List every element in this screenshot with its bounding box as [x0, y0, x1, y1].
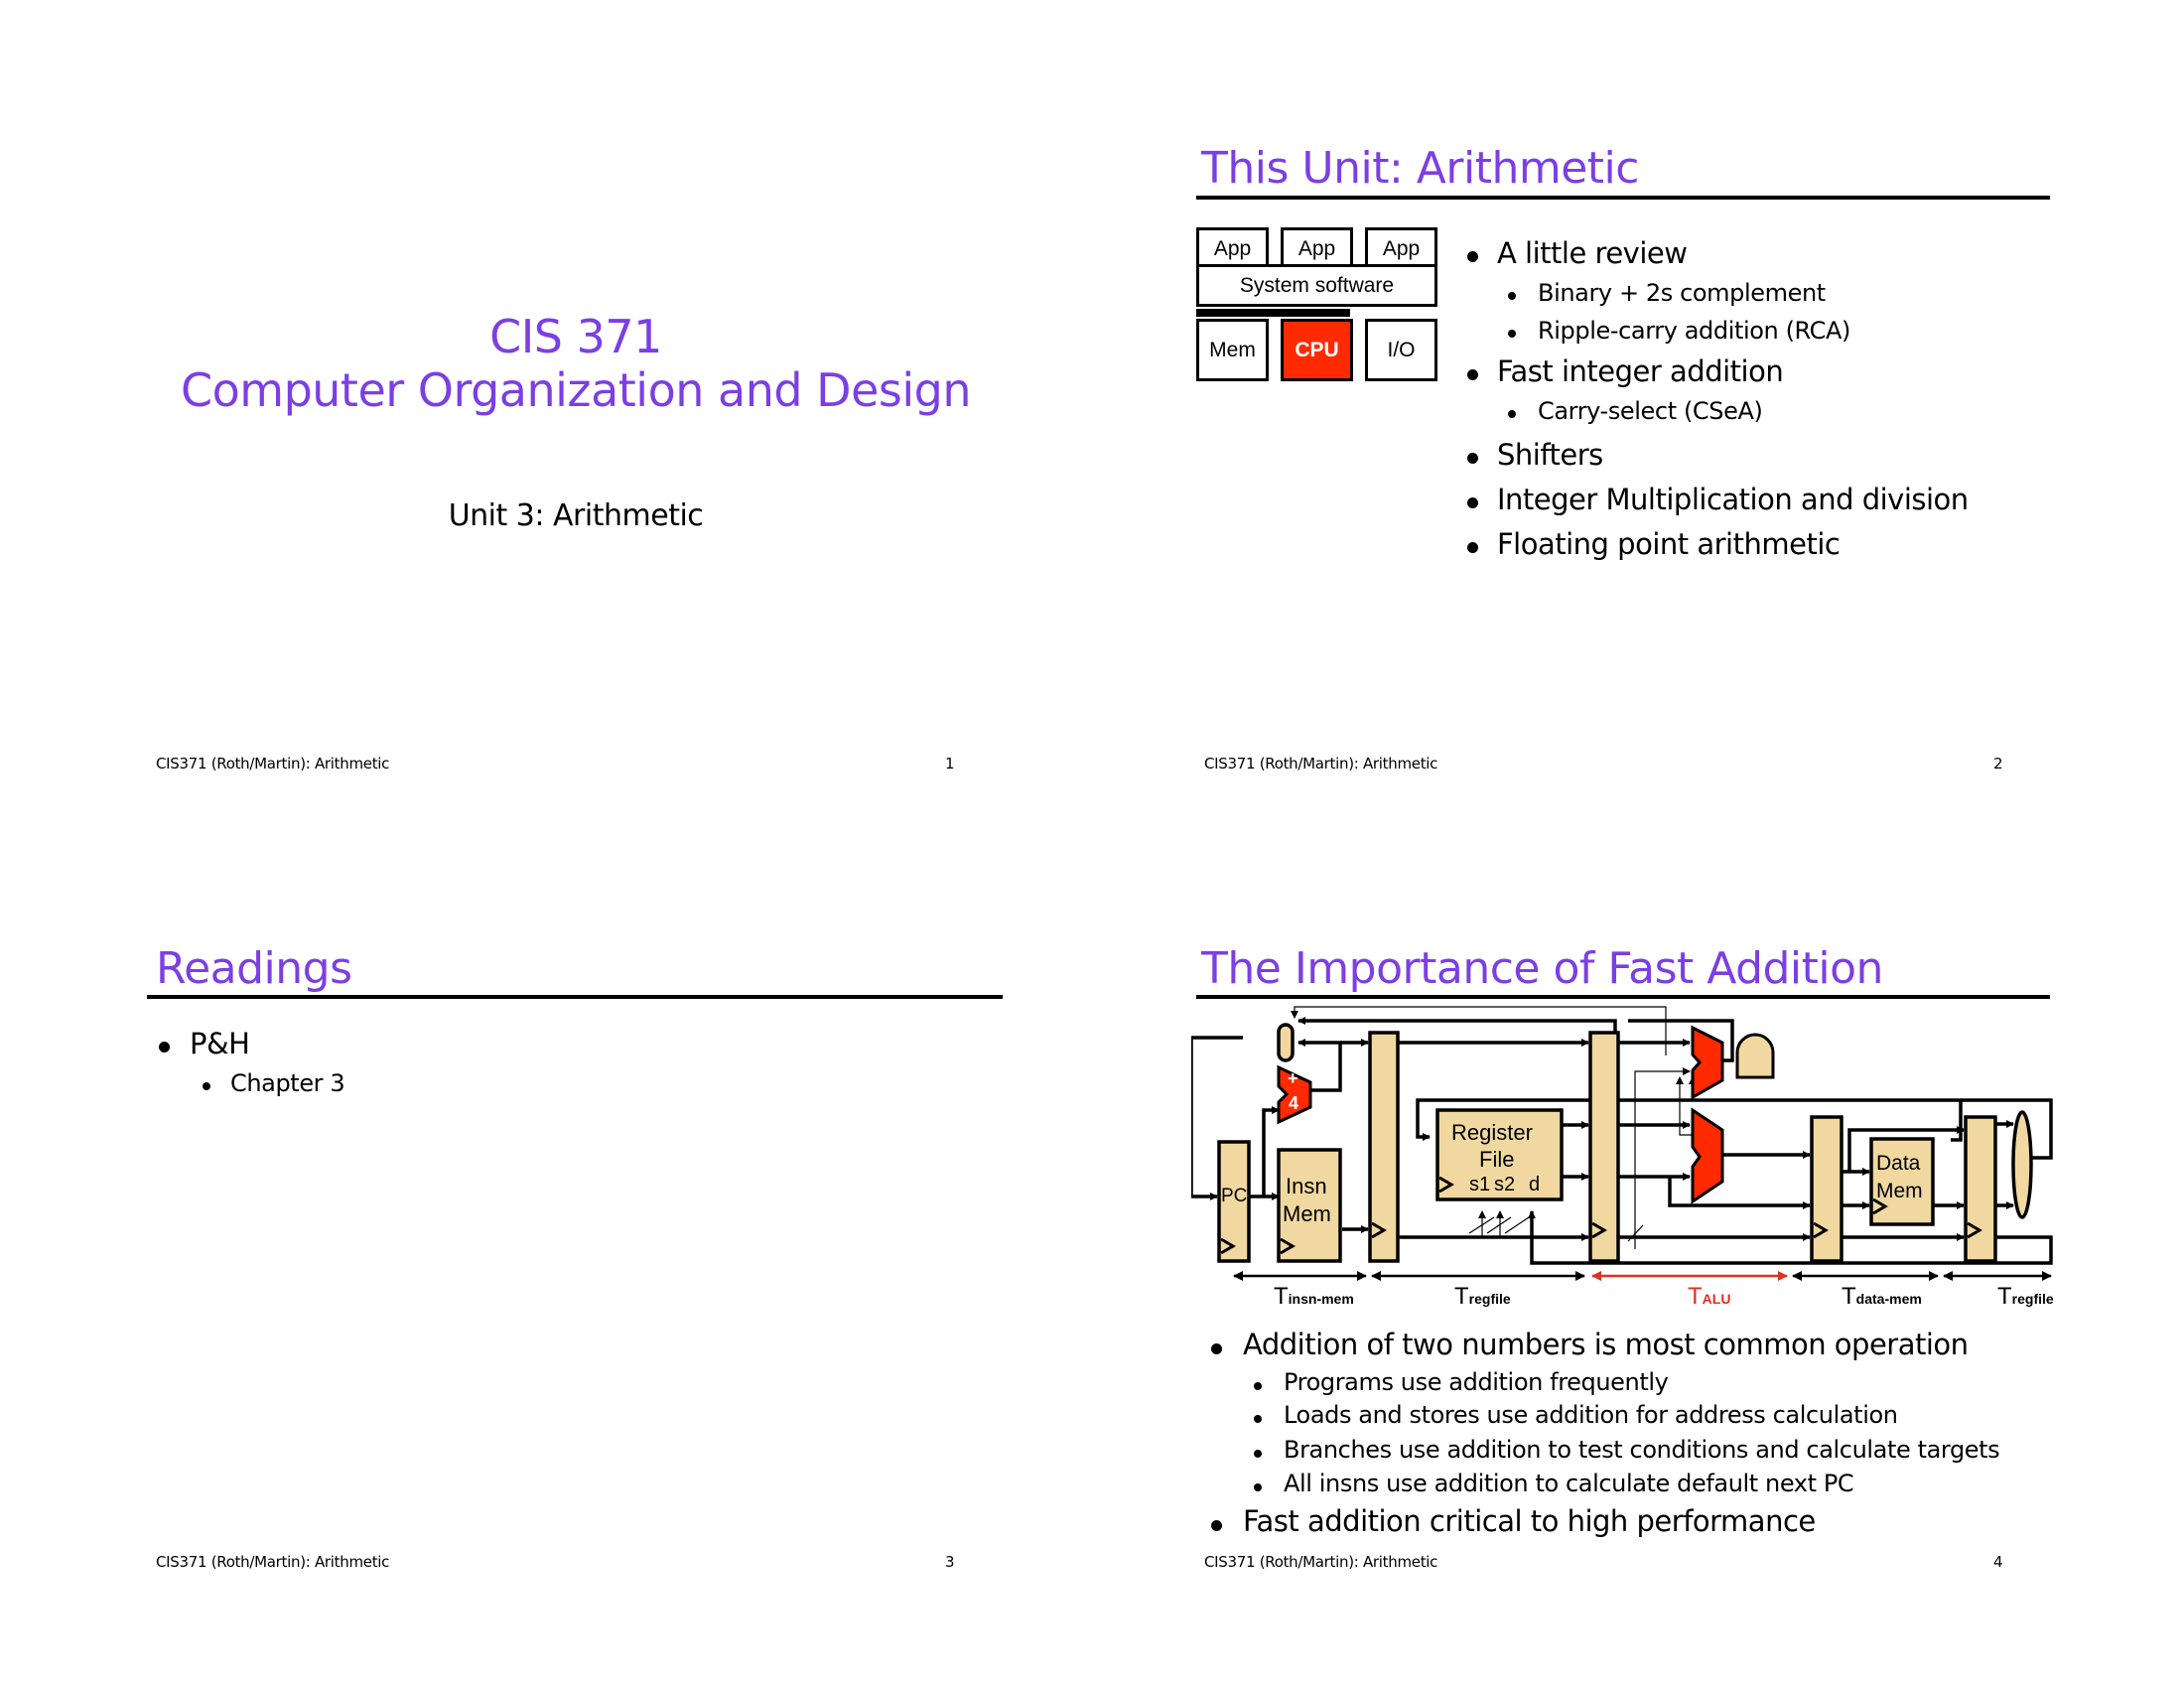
regfile-port-s2: s2 — [1494, 1174, 1516, 1196]
slide-2-footer: CIS371 (Roth/Martin): Arithmetic — [1204, 755, 1438, 773]
adder-plus-label: + — [1288, 1068, 1298, 1088]
regfile-port-d: d — [1529, 1174, 1541, 1196]
timing-alu-sub: ALU — [1702, 1291, 1731, 1307]
data-mem-label-1: Data — [1876, 1152, 1921, 1175]
datapath-wires — [1189, 1006, 2053, 1281]
slide-4-bullet-2: Fast addition critical to high performan… — [1243, 1504, 1816, 1538]
regfile-label-2: File — [1479, 1147, 1515, 1172]
bullet-dot — [1508, 330, 1516, 338]
bullet-dot — [1254, 1450, 1262, 1458]
stack-app-1: App — [1196, 227, 1269, 267]
bullet-dot — [1254, 1415, 1262, 1423]
slide-3-title: Readings — [156, 943, 352, 994]
timing-alu-main: T — [1688, 1283, 1703, 1310]
slide-3-footer: CIS371 (Roth/Martin): Arithmetic — [156, 1553, 390, 1571]
slide-2-sub-bullet-2-1: Carry-select (CSeA) — [1538, 397, 1763, 425]
timing-data-mem-main: T — [1842, 1283, 1856, 1310]
slide-4-page-number: 4 — [1993, 1553, 2003, 1571]
bullet-dot — [1254, 1483, 1262, 1491]
timing-insn-mem: Tinsn-mem — [1274, 1283, 1354, 1311]
timing-insn-mem-main: T — [1274, 1283, 1289, 1310]
timing-regfile-wb-sub: regfile — [2011, 1291, 2054, 1307]
timing-regfile-wb-main: T — [1997, 1283, 2012, 1310]
slide-4-sub-bullet-1-2: Loads and stores use addition for addres… — [1284, 1401, 1898, 1429]
slide-2-sub-bullet-1-1: Binary + 2s complement — [1538, 279, 1826, 307]
slide-2-bullet-1: A little review — [1497, 236, 1688, 270]
slide-4-sub-bullet-1-1: Programs use addition frequently — [1284, 1368, 1669, 1396]
bullet-dot — [1467, 369, 1478, 380]
slide-3-bullet-1: P&H — [190, 1027, 250, 1060]
regfile-port-s1: s1 — [1469, 1174, 1491, 1196]
slide-3-sub-bullet-1-1: Chapter 3 — [230, 1069, 345, 1097]
stack-mem-label: Mem — [1209, 338, 1256, 361]
stack-bus-bar — [1196, 309, 1350, 317]
bullet-dot — [1211, 1343, 1222, 1354]
slide-2-title: This Unit: Arithmetic — [1201, 143, 1639, 194]
stack-app-3-label: App — [1382, 236, 1421, 260]
timing-insn-mem-sub: insn-mem — [1288, 1291, 1354, 1307]
slide-4-sub-bullet-1-3: Branches use addition to test conditions… — [1284, 1436, 2000, 1464]
regfile-label-1: Register — [1451, 1120, 1533, 1145]
slide-4-footer: CIS371 (Roth/Martin): Arithmetic — [1204, 1553, 1438, 1571]
insn-mem-label-2: Mem — [1283, 1201, 1331, 1226]
timing-regfile-main: T — [1454, 1283, 1469, 1310]
timing-data-mem-sub: data-mem — [1855, 1291, 1922, 1307]
insn-mem-label-1: Insn — [1286, 1174, 1327, 1198]
stack-mem: Mem — [1196, 319, 1269, 381]
timing-regfile: Tregfile — [1454, 1283, 1511, 1311]
slide-4-bullet-1: Addition of two numbers is most common o… — [1243, 1328, 1969, 1361]
stack-system-software-label: System software — [1239, 273, 1395, 297]
slide-2-page-number: 2 — [1993, 755, 2003, 773]
stack-app-2: App — [1281, 227, 1353, 267]
adder-const-label: 4 — [1289, 1093, 1299, 1113]
stack-io: I/O — [1365, 319, 1437, 381]
bullet-dot — [159, 1042, 170, 1053]
stack-app-1-label: App — [1213, 236, 1252, 260]
bullet-dot — [1467, 251, 1478, 262]
data-mem-label-2: Mem — [1876, 1180, 1923, 1202]
bullet-dot — [1508, 292, 1516, 300]
timing-regfile-wb: Tregfile — [1997, 1283, 2054, 1311]
datapath-diagram: PC + 4 Insn Mem Register File s1 s2 d Da… — [1189, 1003, 2085, 1331]
timing-data-mem: Tdata-mem — [1842, 1283, 1922, 1311]
stack-system-software: System software — [1196, 264, 1437, 307]
slide-4-sub-bullet-1-4: All insns use addition to calculate defa… — [1284, 1470, 1854, 1497]
stack-app-3: App — [1365, 227, 1437, 267]
pc-label: PC — [1221, 1186, 1248, 1206]
slide-1-footer: CIS371 (Roth/Martin): Arithmetic — [156, 755, 390, 773]
slide-1-page-number: 1 — [945, 755, 955, 773]
slide-2-sub-bullet-1-2: Ripple-carry addition (RCA) — [1538, 317, 1850, 345]
slide-1-subtitle: Unit 3: Arithmetic — [448, 498, 704, 533]
stack-io-label: I/O — [1387, 338, 1416, 361]
bullet-dot — [1508, 410, 1516, 418]
bullet-dot — [1467, 497, 1478, 508]
slide-2-bullet-2: Fast integer addition — [1497, 354, 1784, 388]
timing-alu: TALU — [1688, 1283, 1730, 1311]
bullet-dot — [1467, 542, 1478, 553]
slide-2-bullet-5: Floating point arithmetic — [1497, 527, 1841, 561]
slide-2-bullet-3: Shifters — [1497, 438, 1603, 472]
stack-cpu: CPU — [1281, 319, 1353, 381]
slide-1-title-line2: Computer Organization and Design — [181, 363, 972, 417]
stack-app-2-label: App — [1297, 236, 1336, 260]
bullet-dot — [1467, 453, 1478, 464]
slide-3-title-rule — [147, 995, 1003, 999]
slide-4-title-rule — [1196, 995, 2050, 999]
slide-4-title: The Importance of Fast Addition — [1201, 943, 1883, 994]
timing-regfile-sub: regfile — [1468, 1291, 1511, 1307]
slide-2-bullet-4: Integer Multiplication and division — [1497, 483, 1969, 516]
bullet-dot — [203, 1082, 210, 1090]
bullet-dot — [1211, 1520, 1222, 1531]
bullet-dot — [1254, 1382, 1262, 1390]
stack-cpu-label: CPU — [1295, 338, 1339, 361]
slide-3-page-number: 3 — [945, 1553, 955, 1571]
slide-2-title-rule — [1196, 196, 2050, 200]
slide-1-title-line1: CIS 371 — [489, 310, 662, 363]
